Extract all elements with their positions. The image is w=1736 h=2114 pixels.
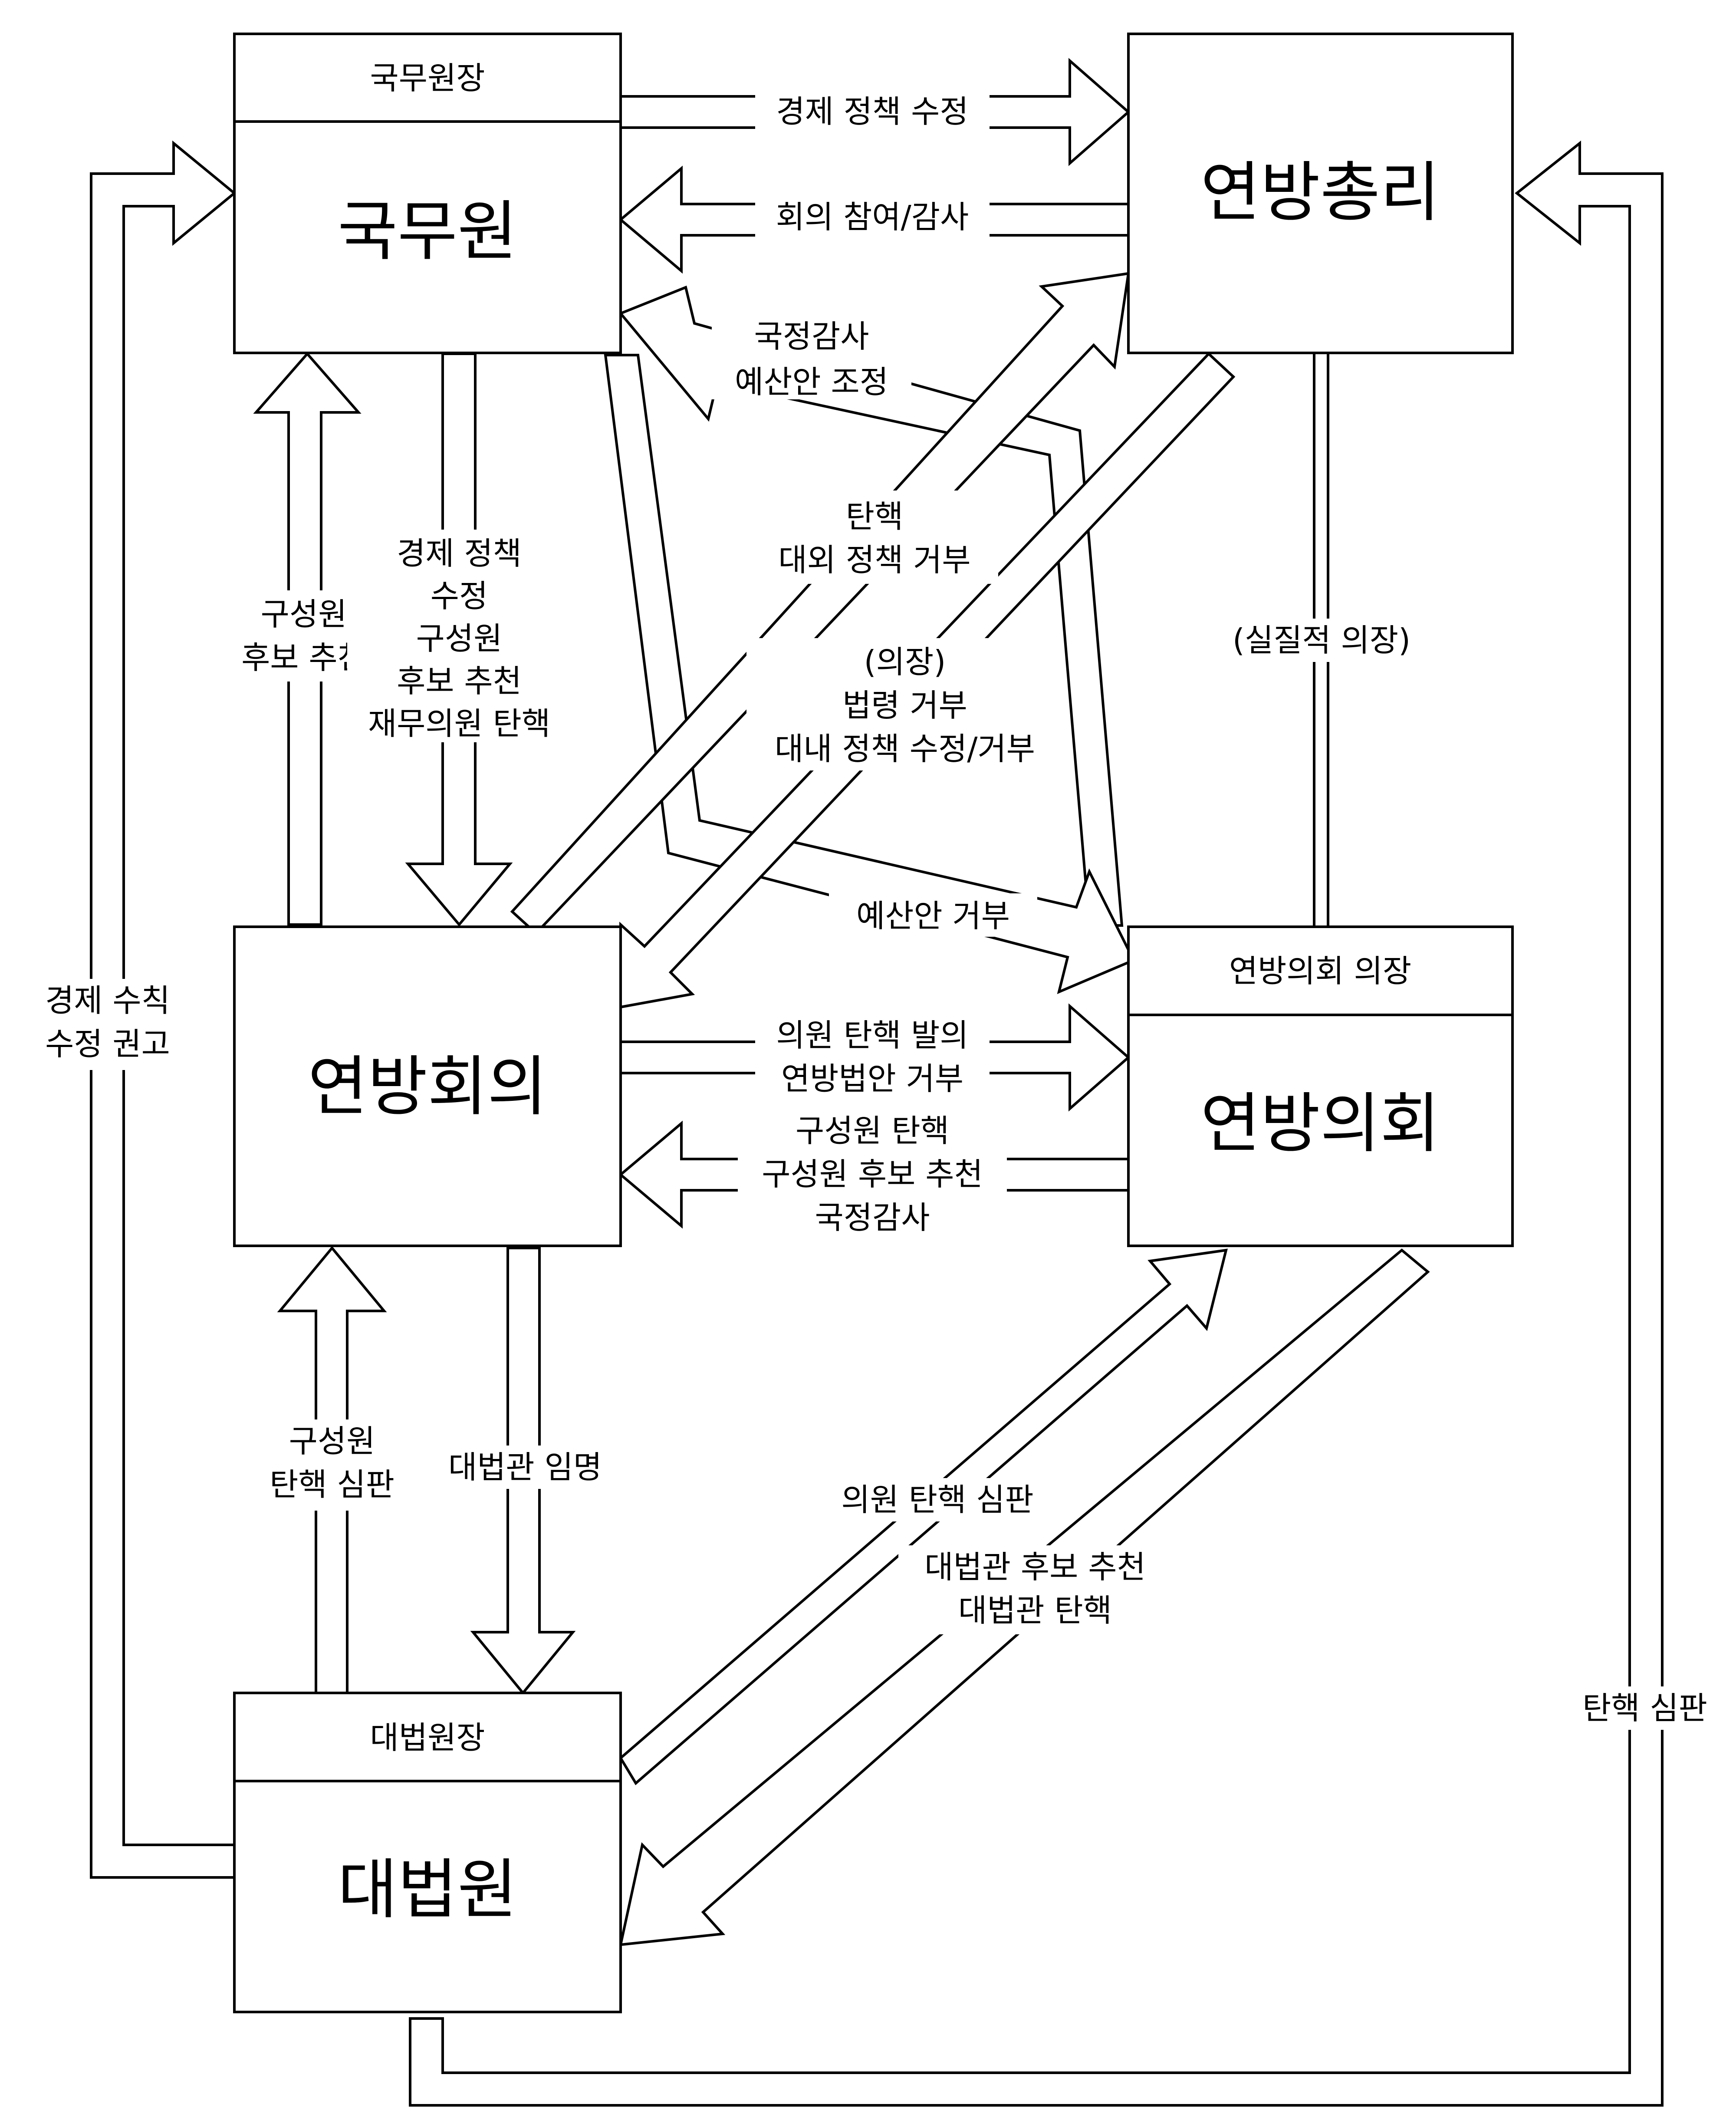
label-court-to-fedcouncil-2: 탄핵 심판 bbox=[270, 1466, 395, 1503]
state-council-title: 국무원 bbox=[338, 194, 517, 270]
label-council-to-fedcouncil-5: 재무의원 탄핵 bbox=[368, 705, 550, 742]
label-fedcouncil-to-council-1: 구성원 bbox=[261, 596, 347, 632]
label-court-to-council-2: 수정 권고 bbox=[45, 1026, 170, 1062]
label-audit-1: 국정감사 bbox=[754, 318, 869, 355]
label-assembly-to-fedcouncil-3: 국정감사 bbox=[815, 1199, 930, 1236]
arrow-court-to-chancellor bbox=[409, 140, 1664, 2107]
label-council-to-chancellor: 경제 정책 수정 bbox=[776, 93, 968, 130]
label-fedcouncil-to-assembly-2: 연방법안 거부 bbox=[781, 1060, 963, 1097]
node-state-council[interactable]: 국무원장 국무원 bbox=[233, 33, 622, 354]
node-federal-assembly[interactable]: 연방의회 의장 연방의회 bbox=[1127, 925, 1514, 1247]
label-chancellor-assembly-link: (실질적 의장) bbox=[1233, 622, 1410, 659]
label-council-to-fedcouncil-4: 후보 추천 bbox=[397, 663, 522, 699]
label-council-to-assembly: 예산안 거부 bbox=[856, 898, 1010, 934]
label-assembly-to-fedcouncil-2: 구성원 후보 추천 bbox=[762, 1156, 983, 1192]
label-assembly-to-court-2: 대법관 탄핵 bbox=[958, 1592, 1112, 1629]
federal-assembly-header: 연방의회 의장 bbox=[1229, 953, 1411, 989]
federal-assembly-title: 연방의회 bbox=[1200, 1086, 1440, 1162]
label-fedcouncil-to-court: 대법관 임명 bbox=[448, 1449, 602, 1485]
label-fedcouncil-to-council-2: 후보 추천 bbox=[241, 639, 366, 676]
supreme-court-title: 대법원 bbox=[338, 1852, 517, 1928]
label-council-to-fedcouncil-3: 구성원 bbox=[416, 620, 503, 657]
federal-council-title: 연방회의 bbox=[308, 1049, 547, 1125]
chancellor-title: 연방총리 bbox=[1200, 155, 1440, 230]
label-court-to-assembly: 의원 탄핵 심판 bbox=[841, 1482, 1033, 1518]
label-fedcouncil-to-chancellor-1: 탄핵 bbox=[846, 498, 903, 535]
label-court-to-chancellor: 탄핵 심판 bbox=[1582, 1690, 1707, 1726]
state-council-header: 국무원장 bbox=[370, 60, 485, 96]
label-court-to-council-1: 경제 수칙 bbox=[45, 982, 170, 1019]
node-federal-council[interactable]: 연방회의 bbox=[233, 925, 622, 1247]
label-fedcouncil-to-chancellor-2: 대외 정책 거부 bbox=[778, 542, 970, 578]
label-council-to-fedcouncil-1: 경제 정책 bbox=[397, 535, 522, 572]
label-assembly-to-court-1: 대법관 후보 추천 bbox=[924, 1549, 1145, 1585]
label-chancellor-to-fedcouncil-2: 법령 거부 bbox=[842, 687, 967, 724]
label-assembly-to-fedcouncil-1: 구성원 탄핵 bbox=[796, 1113, 949, 1149]
label-chancellor-to-fedcouncil-1: (의장) bbox=[864, 644, 946, 680]
node-chancellor[interactable]: 연방총리 bbox=[1127, 33, 1514, 354]
label-chancellor-to-fedcouncil-3: 대내 정책 수정/거부 bbox=[775, 731, 1035, 767]
supreme-court-header: 대법원장 bbox=[370, 1719, 485, 1756]
label-court-to-fedcouncil-1: 구성원 bbox=[289, 1423, 375, 1459]
label-council-to-fedcouncil-2: 수정 bbox=[431, 578, 488, 614]
label-chancellor-to-council: 회의 참여/감사 bbox=[776, 199, 969, 235]
arrow-fedcouncil-to-chancellor bbox=[510, 272, 1130, 935]
node-supreme-court[interactable]: 대법원장 대법원 bbox=[233, 1692, 622, 2013]
label-fedcouncil-to-assembly-1: 의원 탄핵 발의 bbox=[776, 1017, 968, 1054]
label-audit-2: 예산안 조정 bbox=[735, 364, 888, 400]
